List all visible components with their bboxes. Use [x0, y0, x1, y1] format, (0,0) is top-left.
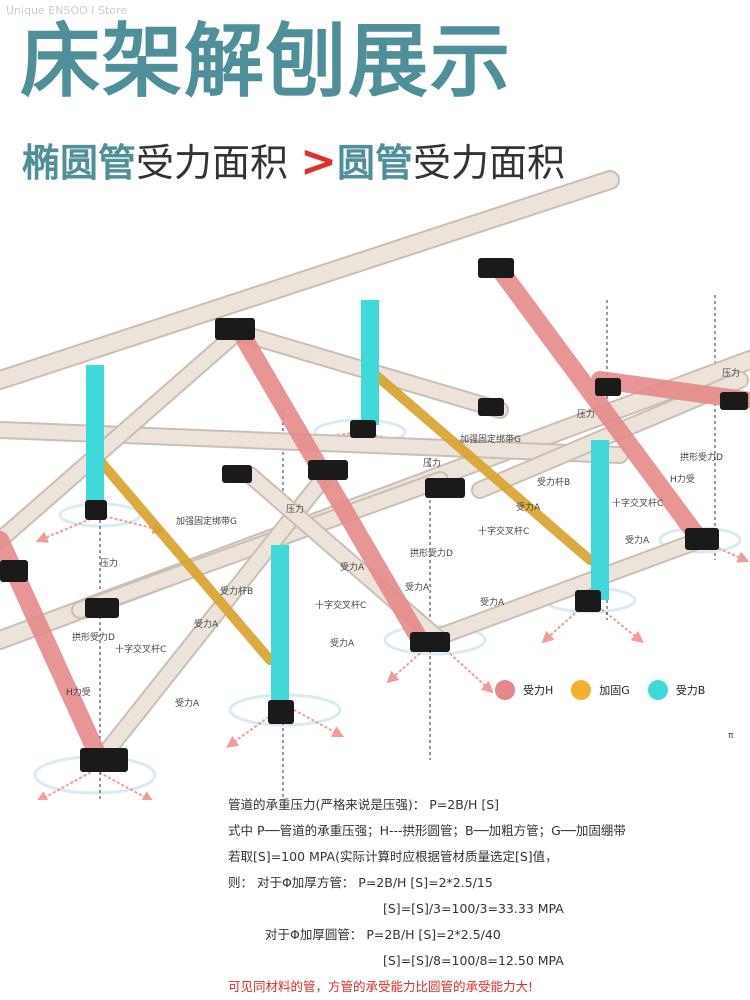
- formula-line-5: [S]=[S]/3=100/3=33.33 MPA: [383, 901, 564, 916]
- label-cross-c-1: 十字交叉杆C: [612, 497, 663, 509]
- subtitle-area-1: 受力面积: [136, 141, 289, 185]
- label-force-a-1: 受力A: [516, 501, 541, 513]
- formula-line-1: 管道的承重压力(严格来说是压强)： P=2B/H [S]: [228, 797, 500, 812]
- label-force-a-2: 受力A: [625, 534, 650, 546]
- formula-block: 管道的承重压力(严格来说是压强)： P=2B/H [S] 式中 P──管道的承重…: [228, 792, 626, 1000]
- band-g-straps: [90, 365, 595, 665]
- diagram-labels: 压力 压力 压力 压力 压力 加强固定绑带G 加强固定绑带G 受力杆B 受力杆B…: [66, 367, 740, 741]
- label-cross-c-4: 十字交叉杆C: [115, 643, 166, 655]
- label-force-a-4: 受力A: [480, 596, 505, 608]
- joints: [0, 258, 748, 772]
- small-mark: π: [728, 731, 734, 741]
- floor-ripples: [33, 418, 742, 795]
- label-force-a-7: 受力A: [175, 697, 200, 709]
- label-arch-d-1: 拱形受力D: [680, 451, 723, 463]
- label-pressure-4: 压力: [286, 503, 304, 515]
- label-pressure-5: 压力: [100, 557, 118, 569]
- label-pressure-3: 压力: [423, 457, 441, 469]
- formula-line-6: 对于Φ加厚圆管： P=2B/H [S]=2*2.5/40: [265, 927, 501, 942]
- label-force-a-3: 受力A: [340, 561, 365, 573]
- label-force-a-8: 受力A: [405, 581, 430, 593]
- legend-item-force-b: 受力B: [647, 680, 706, 700]
- label-force-h-2: H力受: [66, 686, 91, 698]
- label-arch-d-3: 拱形受力D: [72, 631, 115, 643]
- label-band-g-1: 加强固定绑带G: [460, 433, 521, 445]
- label-force-b-1: 受力杆B: [537, 476, 570, 488]
- label-cross-c-2: 十字交叉杆C: [478, 525, 529, 537]
- legend-dot-reinforce-g: [571, 680, 592, 700]
- subtitle-area-2: 受力面积: [413, 141, 566, 185]
- subtitle-oval-tube: 椭圆管: [22, 141, 137, 185]
- legend-label-force-b: 受力B: [675, 684, 706, 697]
- formula-conclusion: 可见同材料的管，方管的承受能力比圆管的承受能力大!: [228, 979, 534, 994]
- label-force-h-1: H力受: [670, 473, 695, 485]
- label-band-g-2: 加强固定绑带G: [176, 515, 237, 527]
- legend-label-reinforce-g: 加固G: [599, 684, 630, 697]
- formula-line-4: 则： 对于Φ加厚方管： P=2B/H [S]=2*2.5/15: [228, 875, 493, 890]
- label-force-b-2: 受力杆B: [220, 585, 253, 597]
- legend: 受力H 加固G 受力B: [495, 680, 705, 700]
- leg-b: [86, 300, 609, 710]
- legend-dot-force-b: [647, 680, 668, 700]
- label-arch-d-2: 拱形受力D: [410, 547, 453, 559]
- formula-line-7: [S]=[S]/8=100/8=12.50 MPA: [383, 953, 564, 968]
- page-title: 床架解刨展示: [20, 15, 512, 108]
- legend-item-force-h: 受力H: [495, 680, 553, 700]
- bed-frame-diagram: 压力 压力 压力 压力 压力 加强固定绑带G 加强固定绑带G 受力杆B 受力杆B…: [0, 170, 750, 800]
- greater-than-symbol: >: [300, 136, 337, 187]
- legend-item-reinforce-g: 加固G: [571, 680, 630, 700]
- formula-line-2: 式中 P──管道的承重压强；H---拱形圆管；B──加粗方管；G──加固绷带: [228, 823, 626, 838]
- label-cross-c-3: 十字交叉杆C: [315, 599, 366, 611]
- label-force-a-6: 受力A: [330, 637, 355, 649]
- label-pressure-1: 压力: [722, 367, 740, 379]
- legend-dot-force-h: [495, 680, 515, 700]
- formula-line-3: 若取[S]=100 MPA(实际计算时应根据管材质量选定[S]值，: [228, 849, 558, 864]
- label-force-a-5: 受力A: [194, 618, 219, 630]
- legend-label-force-h: 受力H: [523, 684, 554, 697]
- subtitle-round-tube: 圆管: [337, 141, 414, 185]
- subtitle: 椭圆管受力面积 >圆管受力面积: [22, 140, 565, 184]
- label-pressure-2: 压力: [577, 408, 595, 420]
- watermark: Unique ENSOO I Store: [6, 4, 128, 17]
